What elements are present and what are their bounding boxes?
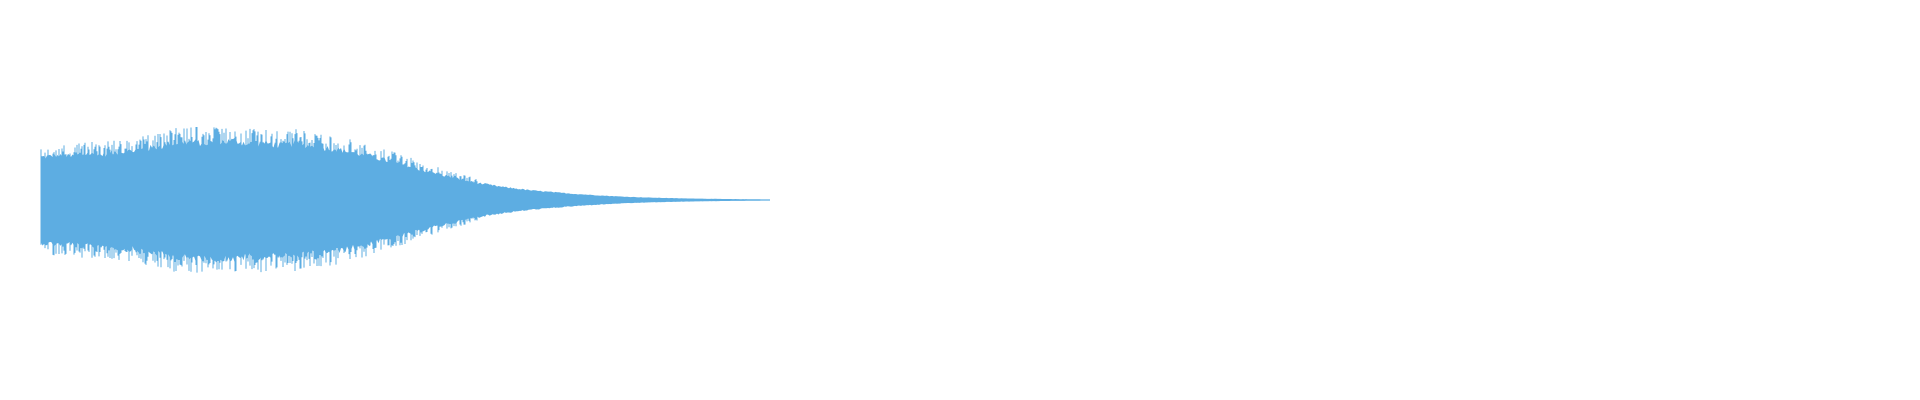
waveform-peaks <box>40 127 478 273</box>
